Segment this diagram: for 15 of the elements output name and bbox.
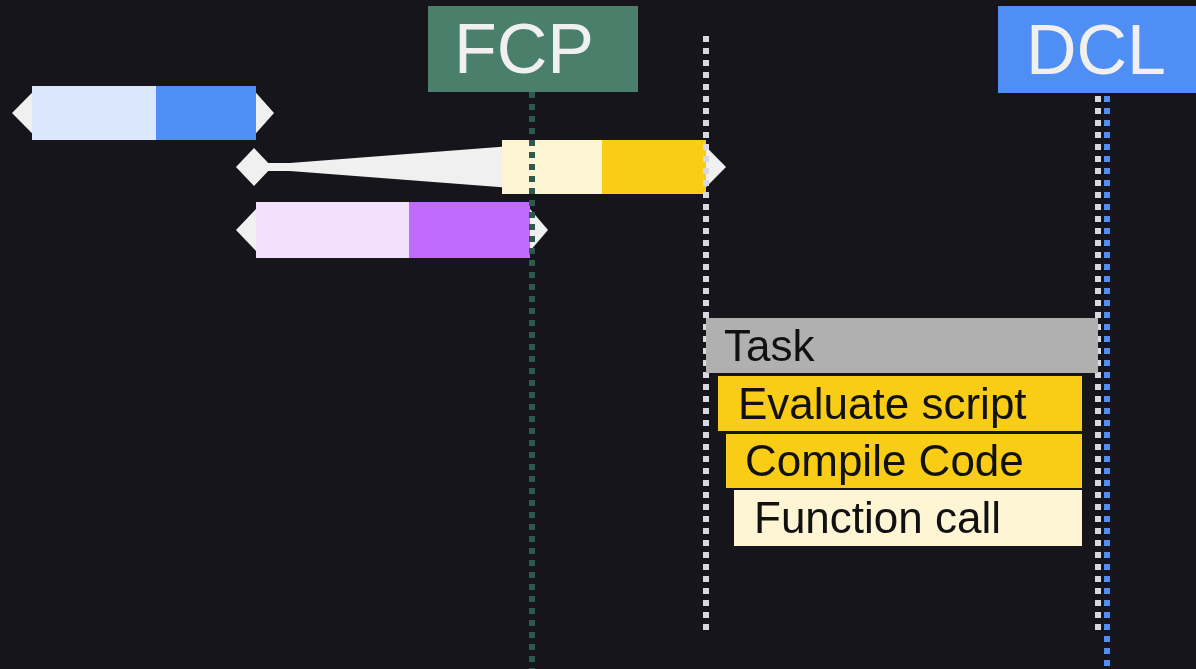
bar-label: Evaluate script [738, 381, 1027, 426]
task-bar [734, 490, 1082, 546]
bar-label: FCP [454, 14, 594, 84]
task-bar [726, 434, 1082, 488]
dcl-marker-label [998, 6, 1196, 93]
fcp-marker-label [428, 6, 638, 92]
network-request-bar [236, 140, 726, 194]
network-request-bar [236, 202, 548, 258]
task-bar [718, 376, 1082, 431]
task-bar [706, 318, 1098, 373]
bar-label: Function call [754, 496, 1001, 540]
bar-label: Task [724, 323, 815, 368]
bar-label: DCL [1026, 14, 1167, 85]
bar-label: Compile Code [745, 439, 1024, 483]
network-request-bar [12, 86, 274, 140]
